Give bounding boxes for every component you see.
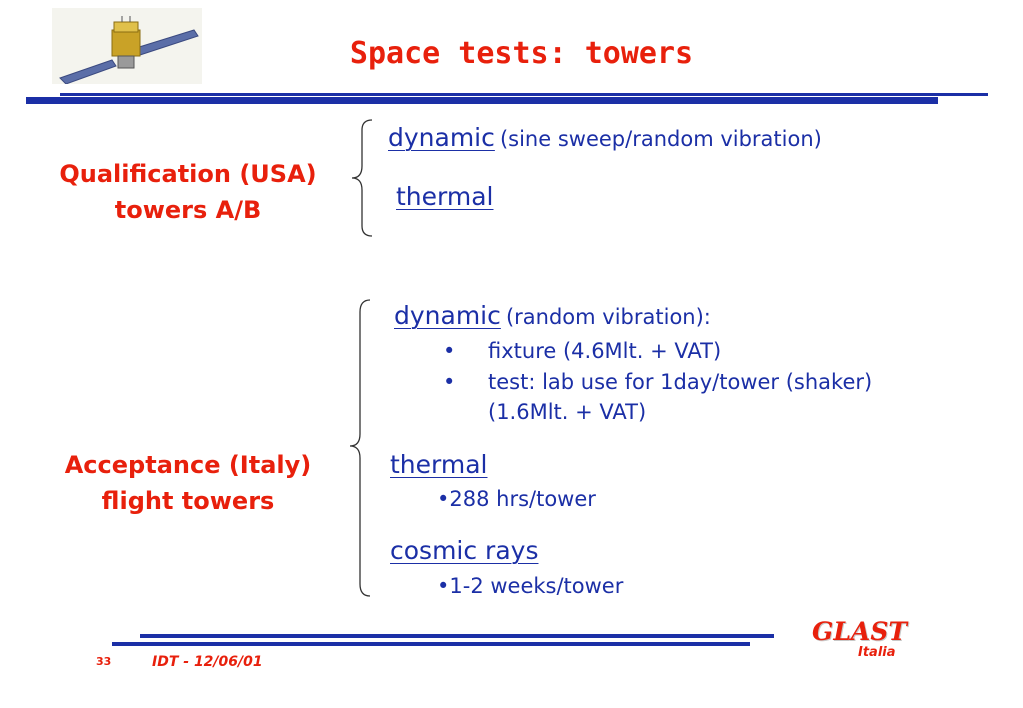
qualification-dynamic-line: dynamic (sine sweep/random vibration): [388, 123, 822, 152]
bullet-dot: •: [443, 370, 456, 394]
bullet-test-cost: (1.6Mlt. + VAT): [488, 400, 647, 424]
bullet-dot: •: [443, 339, 456, 363]
bullet-test: test: lab use for 1day/tower (shaker): [488, 370, 873, 394]
cosmic-rays-link[interactable]: cosmic rays: [390, 536, 539, 565]
qualification-label: Qualification (USA) towers A/B: [36, 156, 340, 228]
qualification-dynamic-note: (sine sweep/random vibration): [499, 127, 822, 151]
acceptance-label: Acceptance (Italy) flight towers: [36, 447, 340, 519]
header-rule-thick: [26, 97, 938, 104]
page-number: 33: [96, 655, 112, 668]
footer-rule-top: [140, 634, 774, 638]
qualification-thermal-link[interactable]: thermal: [396, 182, 494, 211]
qualification-label-line1: Qualification (USA): [59, 160, 317, 188]
acceptance-label-line1: Acceptance (Italy): [64, 451, 312, 479]
thermal-detail: •288 hrs/tower: [437, 487, 596, 511]
glast-logo: GLAST: [812, 617, 907, 646]
footer-text: IDT - 12/06/01: [152, 654, 263, 670]
bullet-fixture: fixture (4.6Mlt. + VAT): [488, 339, 722, 363]
satellite-logo: [52, 8, 202, 85]
acceptance-dynamic-note: (random vibration):: [505, 305, 711, 329]
header-rule-thin: [60, 93, 988, 96]
acceptance-dynamic-link[interactable]: dynamic: [394, 301, 501, 330]
glast-logo-sub: Italia: [858, 645, 896, 660]
footer-rule-bottom: [112, 642, 750, 646]
qualification-dynamic-link[interactable]: dynamic: [388, 123, 495, 152]
brace-icon: [349, 299, 371, 597]
brace-icon: [351, 119, 373, 237]
page-title: Space tests: towers: [349, 36, 694, 71]
acceptance-thermal-link[interactable]: thermal: [390, 450, 488, 479]
satellite-icon: [52, 8, 202, 85]
acceptance-label-line2: flight towers: [101, 487, 275, 515]
cosmic-detail: •1-2 weeks/tower: [437, 574, 624, 598]
qualification-label-line2: towers A/B: [114, 196, 262, 224]
acceptance-dynamic-line: dynamic (random vibration):: [394, 301, 711, 330]
